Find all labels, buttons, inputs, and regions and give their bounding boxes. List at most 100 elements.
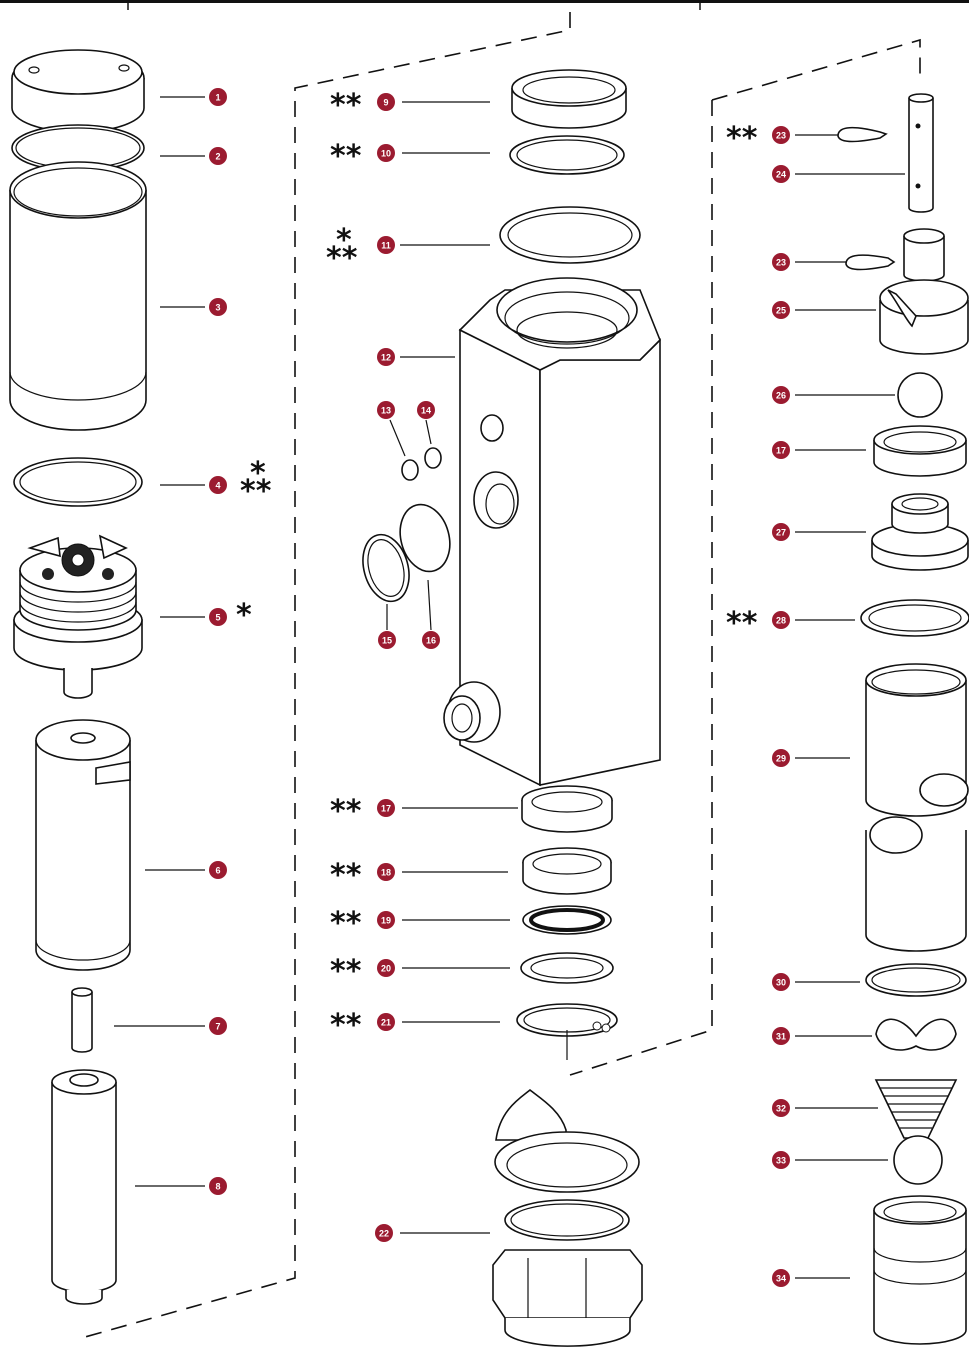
callout-number: 19 bbox=[381, 916, 391, 926]
callout-c30: 30 bbox=[772, 973, 790, 991]
callout-badge-circle bbox=[772, 253, 790, 271]
lower-seal-stack bbox=[516, 785, 618, 1060]
part-5-valve bbox=[13, 534, 143, 699]
callout-c22: 22 bbox=[375, 1224, 393, 1242]
callout-number: 34 bbox=[776, 1274, 786, 1284]
callout-number: 5 bbox=[215, 613, 220, 623]
part-22-nut bbox=[492, 1088, 643, 1347]
part-3-cylinder bbox=[9, 161, 147, 431]
callout-c18: 18 bbox=[377, 863, 395, 881]
callout-number: 7 bbox=[215, 1022, 220, 1032]
callout-badge-circle bbox=[417, 401, 435, 419]
callout-c17a: 17 bbox=[377, 799, 395, 817]
part-17-seal-right bbox=[873, 425, 967, 477]
callout-number: 26 bbox=[776, 391, 786, 401]
callout-badge-circle bbox=[209, 1017, 227, 1035]
callout-number: 10 bbox=[381, 149, 391, 159]
callout-c26: 26 bbox=[772, 386, 790, 404]
callout-c23b: 23 bbox=[772, 253, 790, 271]
part-8-rod bbox=[51, 1069, 117, 1305]
callout-number: 32 bbox=[776, 1104, 786, 1114]
asterisk-marker-c19: ** bbox=[330, 906, 362, 941]
callout-c32: 32 bbox=[772, 1099, 790, 1117]
callout-number: 28 bbox=[776, 616, 786, 626]
callout-c5: 5 bbox=[209, 608, 227, 626]
callout-number: 14 bbox=[421, 406, 431, 416]
callout-number: 3 bbox=[215, 303, 220, 313]
callout-number: 27 bbox=[776, 528, 786, 538]
callout-badge-circle bbox=[772, 441, 790, 459]
callout-c23a: 23 bbox=[772, 126, 790, 144]
callout-c8: 8 bbox=[209, 1177, 227, 1195]
part-23-clip-upper bbox=[837, 126, 888, 143]
asterisk-marker-c9: ** bbox=[330, 88, 362, 123]
part-29-sleeve bbox=[865, 663, 969, 952]
callout-number: 21 bbox=[381, 1018, 391, 1028]
asterisk-marker-c21: ** bbox=[330, 1008, 362, 1043]
asterisk-marker-c18: ** bbox=[330, 858, 362, 893]
callout-number: 25 bbox=[776, 306, 786, 316]
callout-c15: 15 bbox=[378, 631, 396, 649]
asterisk-marker-c5: * bbox=[236, 598, 252, 633]
callout-number: 17 bbox=[381, 804, 391, 814]
callout-badge-circle bbox=[377, 144, 395, 162]
callout-c25: 25 bbox=[772, 301, 790, 319]
asterisk-markers: ************************* bbox=[236, 88, 758, 1043]
part-24-pin bbox=[908, 93, 934, 213]
callout-badge-circle bbox=[375, 1224, 393, 1242]
callout-c34: 34 bbox=[772, 1269, 790, 1287]
callout-number: 18 bbox=[381, 868, 391, 878]
callout-badge-circle bbox=[377, 236, 395, 254]
callout-badge-circle bbox=[772, 126, 790, 144]
callout-badge-circle bbox=[377, 799, 395, 817]
part-7-pin bbox=[71, 987, 93, 1053]
callout-badge-circle bbox=[377, 1013, 395, 1031]
asterisk-marker-c20: ** bbox=[330, 954, 362, 989]
callout-badge-circle bbox=[772, 301, 790, 319]
part-15-16-seals bbox=[362, 503, 451, 603]
callout-c17b: 17 bbox=[772, 441, 790, 459]
callout-c20: 20 bbox=[377, 959, 395, 977]
part-30-ring bbox=[865, 963, 967, 997]
callout-badge-circle bbox=[422, 631, 440, 649]
callout-badge-circle bbox=[772, 1151, 790, 1169]
callout-c16: 16 bbox=[422, 631, 440, 649]
top-frame bbox=[0, 0, 969, 10]
callout-c19: 19 bbox=[377, 911, 395, 929]
callout-c4: 4 bbox=[209, 476, 227, 494]
callout-c24: 24 bbox=[772, 165, 790, 183]
callout-c13: 13 bbox=[377, 401, 395, 419]
callout-c29: 29 bbox=[772, 749, 790, 767]
callout-badge-circle bbox=[772, 1099, 790, 1117]
callout-badge-circle bbox=[377, 93, 395, 111]
callout-number: 24 bbox=[776, 170, 786, 180]
callout-number: 17 bbox=[776, 446, 786, 456]
callout-number: 23 bbox=[776, 258, 786, 268]
callout-c9: 9 bbox=[377, 93, 395, 111]
callout-c2: 2 bbox=[209, 147, 227, 165]
callout-number: 13 bbox=[381, 406, 391, 416]
callout-number: 16 bbox=[426, 636, 436, 646]
part-32-spring bbox=[874, 1079, 958, 1139]
callout-number: 11 bbox=[381, 241, 391, 251]
callout-c1: 1 bbox=[209, 88, 227, 106]
callout-badge-circle bbox=[772, 1027, 790, 1045]
part-33-ball bbox=[893, 1135, 943, 1185]
callout-badge-circle bbox=[209, 476, 227, 494]
asterisk-marker-c23a: ** bbox=[726, 121, 758, 156]
leader-lines bbox=[114, 96, 905, 1279]
callout-badge-circle bbox=[377, 911, 395, 929]
callout-number: 1 bbox=[215, 93, 220, 103]
callout-c31: 31 bbox=[772, 1027, 790, 1045]
callout-badge-circle bbox=[377, 401, 395, 419]
part-12-pump-body bbox=[443, 277, 661, 787]
callout-number: 29 bbox=[776, 754, 786, 764]
part-4-o-ring bbox=[13, 457, 143, 507]
callout-badge-circle bbox=[209, 298, 227, 316]
callout-number: 12 bbox=[381, 353, 391, 363]
callout-badge-circle bbox=[377, 863, 395, 881]
callout-c28: 28 bbox=[772, 611, 790, 629]
callout-badge-circle bbox=[772, 386, 790, 404]
